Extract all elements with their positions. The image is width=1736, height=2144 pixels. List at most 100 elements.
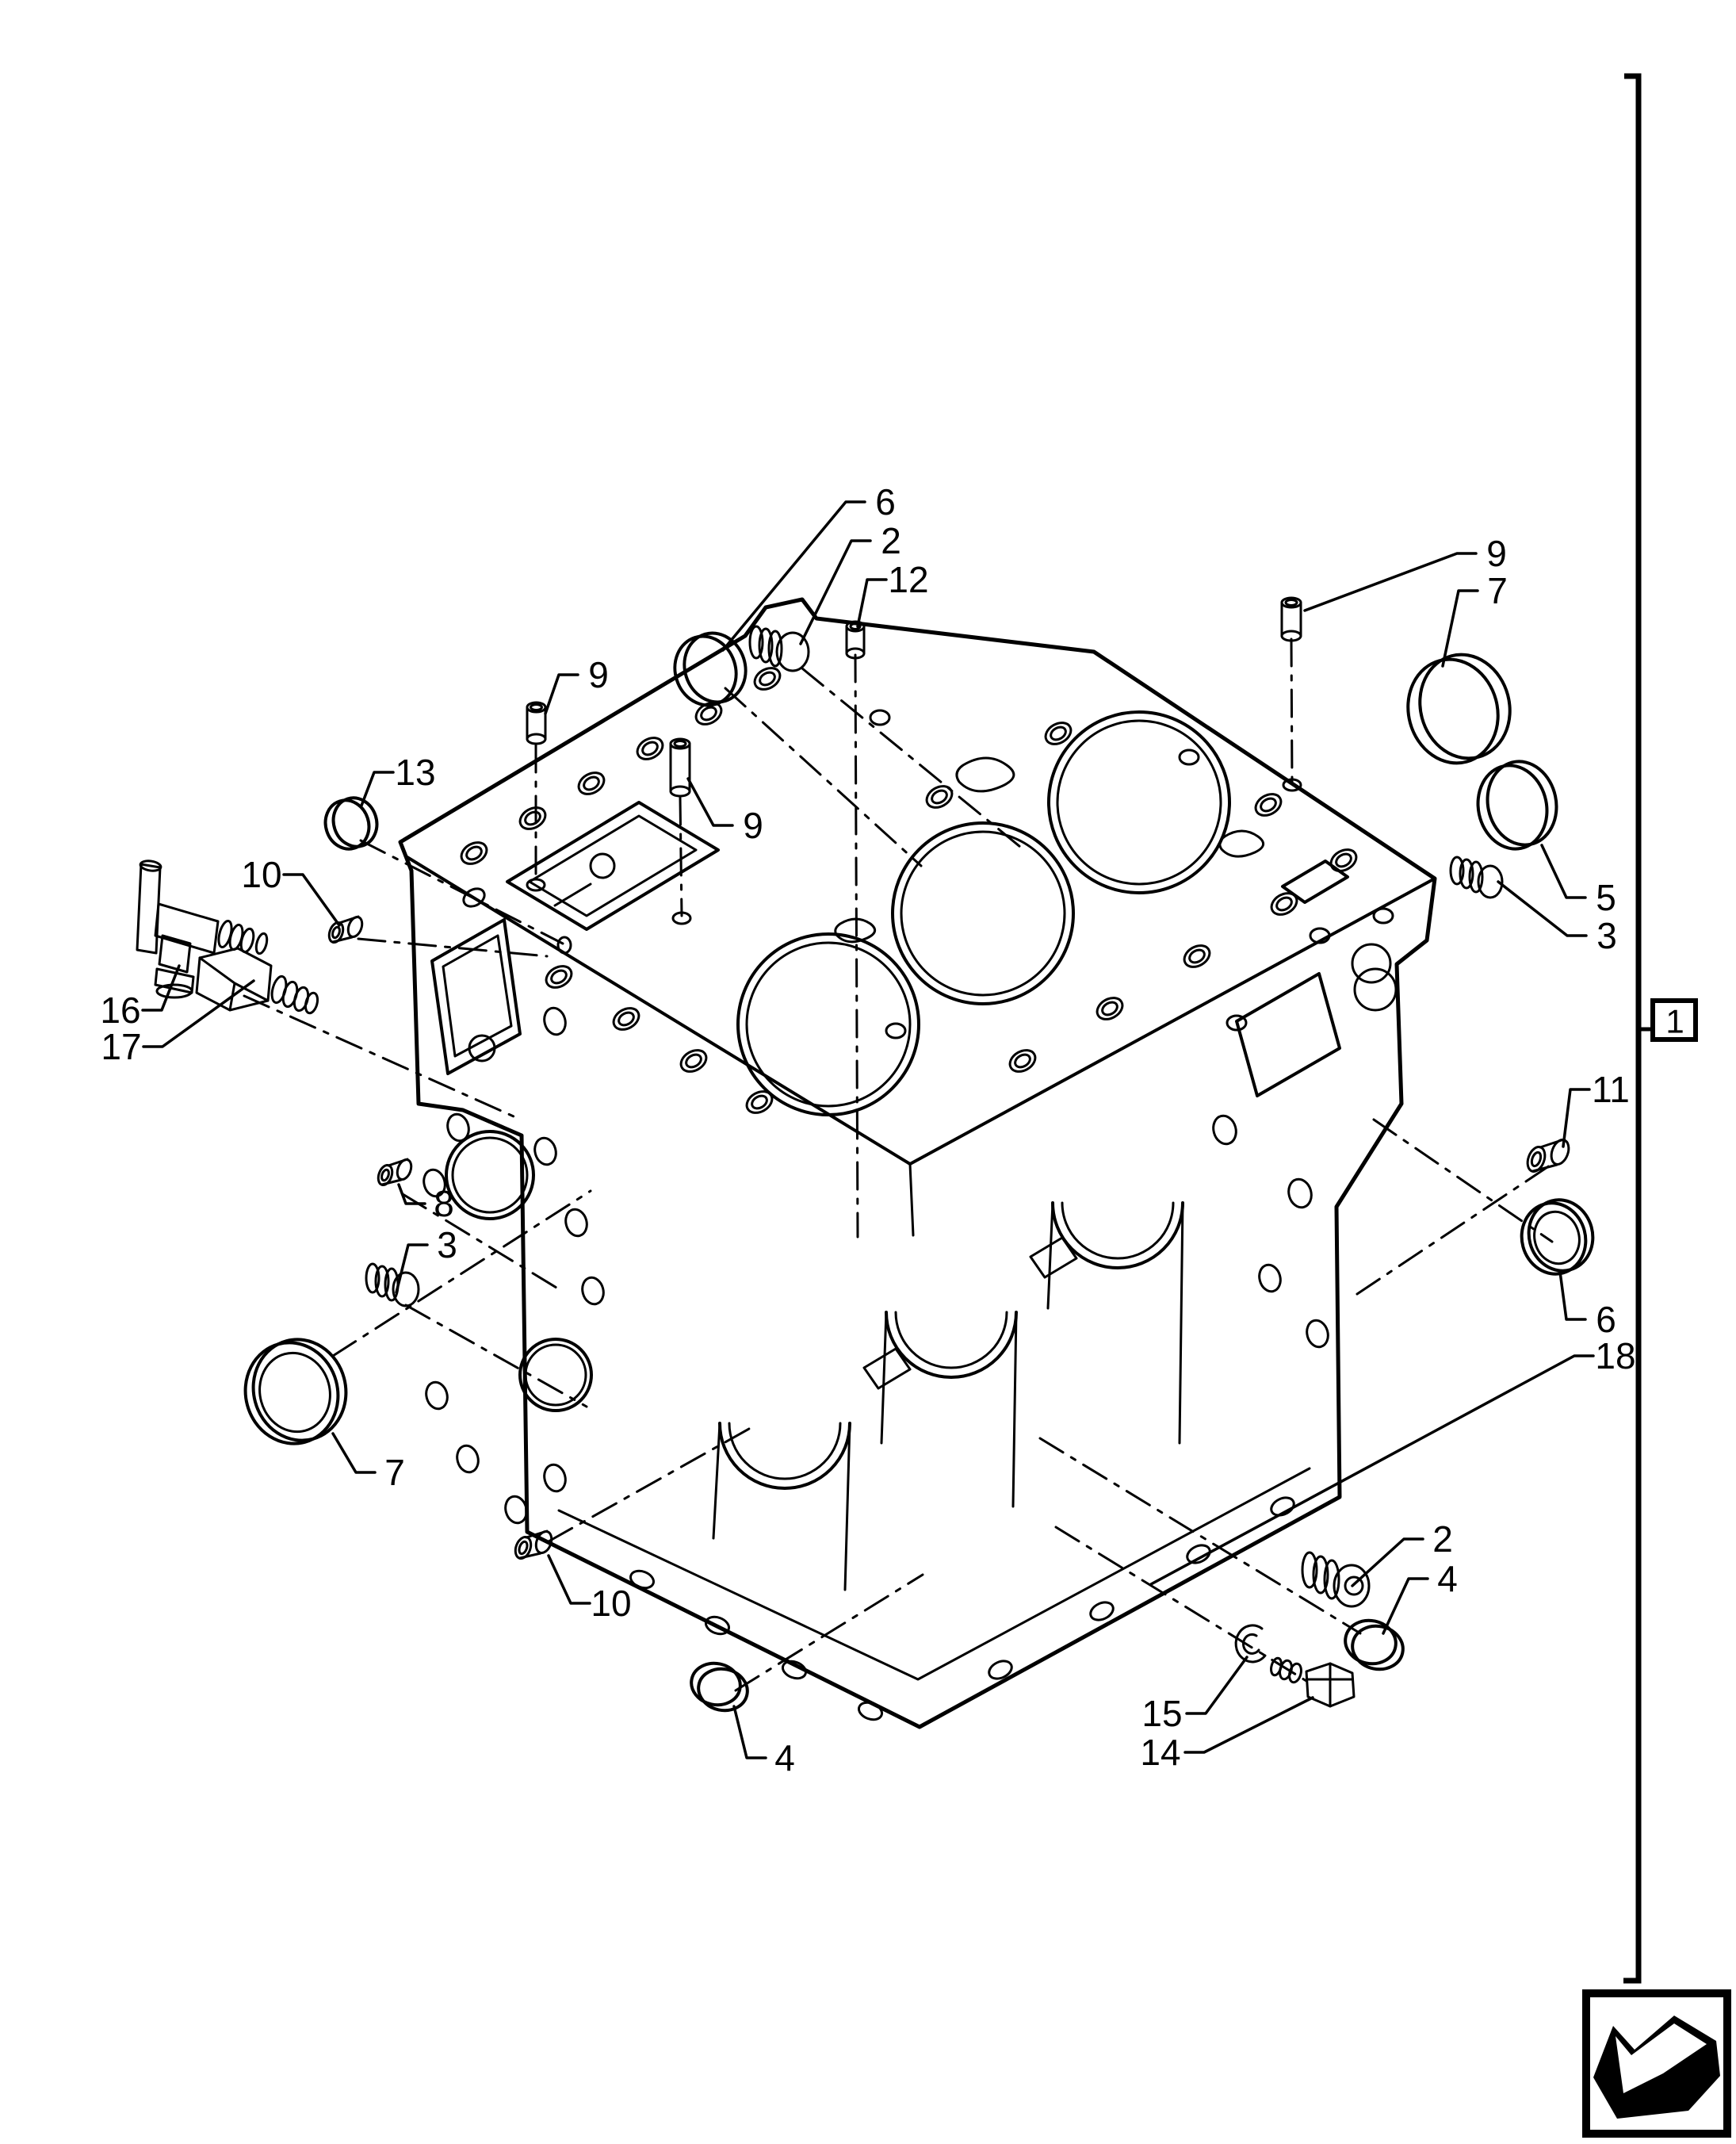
callout-number-15[interactable]: 15: [1141, 1693, 1182, 1734]
callout-leader-11: [1562, 1088, 1591, 1148]
part-cup-plug-7-right: [1406, 653, 1512, 765]
callout-number-2[interactable]: 2: [1432, 1518, 1453, 1560]
assembly-ref-box[interactable]: [1650, 998, 1698, 1042]
callout-number-9[interactable]: 9: [743, 805, 763, 846]
part-threaded-plug-2-right: [1301, 1551, 1371, 1608]
callout-number-12[interactable]: 12: [888, 559, 928, 600]
part-centerline: [404, 1304, 588, 1408]
block-outline: [398, 597, 1437, 1729]
callout-leader-7: [1441, 589, 1479, 668]
callout-number-10[interactable]: 10: [591, 1583, 631, 1624]
callout-leader-13: [360, 771, 395, 807]
crankcase-details: [557, 967, 1398, 1721]
part-washer-15: [1234, 1624, 1267, 1664]
part-stud-9-mid: [669, 737, 691, 798]
callout-number-2[interactable]: 2: [881, 520, 901, 561]
part-centerline: [401, 1193, 558, 1289]
part-stud-9-right: [1280, 596, 1302, 642]
callout-number-10[interactable]: 10: [241, 854, 281, 895]
callout-leader-8: [397, 1183, 426, 1205]
callout-leader-5: [1540, 844, 1587, 899]
part-threaded-plug-3-right: [1449, 856, 1504, 899]
page-continuation-arrow-icon: [1593, 2016, 1720, 2119]
part-threaded-plug-2: [748, 625, 810, 672]
part-centerline: [734, 1573, 924, 1692]
callout-number-16[interactable]: 16: [100, 990, 140, 1031]
engine-block-drawing: [398, 597, 1437, 1729]
callout-number-17[interactable]: 17: [101, 1026, 141, 1067]
callout-leader-7: [331, 1432, 377, 1474]
part-centerline: [801, 667, 1022, 848]
part-seal-ring-7-left: [243, 1338, 348, 1445]
callout-number-3[interactable]: 3: [437, 1224, 457, 1265]
assembly-ref-label: 1: [1665, 1003, 1684, 1040]
callout-leader-9: [1303, 552, 1478, 612]
part-dowel-10-bottom: [514, 1530, 553, 1560]
callout-number-4[interactable]: 4: [1437, 1558, 1458, 1599]
page-nav[interactable]: [1582, 1989, 1731, 2138]
callout-number-11[interactable]: 11: [1592, 1069, 1630, 1110]
callout-number-7[interactable]: 7: [1487, 570, 1508, 611]
part-centerline: [1290, 637, 1294, 785]
part-centerline: [357, 937, 549, 958]
callout-leader-6: [1558, 1270, 1587, 1321]
part-centerline: [1356, 1162, 1554, 1296]
front-face-details: [423, 887, 605, 1525]
callout-leader-10: [282, 873, 341, 927]
part-centerline: [1038, 1437, 1362, 1635]
part-centerline: [679, 796, 683, 917]
part-cup-plug-4-right: [1344, 1618, 1405, 1671]
callout-leader-3: [1497, 880, 1588, 937]
callout-leader-17: [142, 979, 255, 1048]
exploded-parts: [136, 596, 1595, 1713]
callout-leader-9: [686, 777, 734, 827]
deck-thread-holes: [460, 667, 1358, 1114]
callout-number-4[interactable]: 4: [774, 1737, 795, 1778]
callout-number-9[interactable]: 9: [588, 654, 609, 695]
part-seal-ring-6-right: [1520, 1198, 1595, 1276]
part-cup-plug-5: [1476, 760, 1558, 851]
deck-pocket: [506, 801, 720, 931]
part-centerline: [359, 839, 564, 945]
part-centerline: [1372, 1118, 1554, 1243]
callout-number-6[interactable]: 6: [1596, 1299, 1616, 1340]
callout-leader-6: [721, 500, 866, 652]
callout-number-5[interactable]: 5: [1596, 877, 1616, 918]
callout-number-8[interactable]: 8: [434, 1183, 454, 1224]
callout-number-7[interactable]: 7: [384, 1452, 405, 1493]
callout-leader-3: [395, 1243, 429, 1294]
part-threaded-plug-3-left: [365, 1262, 420, 1307]
callout-leader-15: [1185, 1656, 1248, 1715]
part-drain-cock-16: [136, 860, 269, 999]
assembly-bracket: 1: [1623, 73, 1698, 1984]
part-centerline: [547, 1424, 756, 1543]
part-centerline: [724, 687, 923, 867]
callout-number-6[interactable]: 6: [875, 481, 896, 523]
callout-leader-4: [1382, 1577, 1429, 1635]
callout-number-3[interactable]: 3: [1596, 915, 1617, 956]
part-pin-8: [377, 1158, 413, 1187]
part-cup-plug-13: [323, 796, 379, 851]
callout-leader-9: [544, 673, 579, 715]
part-stud-9-left: [526, 701, 547, 745]
part-centerline: [1054, 1526, 1308, 1683]
callout-leader-14: [1183, 1696, 1314, 1754]
part-centerline: [854, 653, 859, 1239]
deck-water-passages: [834, 709, 1394, 1039]
cylinder-bores: [736, 710, 1231, 1116]
part-centerline: [331, 1189, 592, 1357]
callout-number-13[interactable]: 13: [395, 752, 435, 793]
callout-number-18[interactable]: 18: [1595, 1335, 1635, 1376]
callout-leader-2: [799, 539, 872, 645]
part-dowel-10-left: [327, 915, 364, 944]
part-hex-fitting-17: [195, 947, 319, 1015]
callout-leader-18: [1149, 1354, 1595, 1586]
part-bushing-12: [845, 620, 866, 660]
callout-number-9[interactable]: 9: [1486, 533, 1507, 574]
callout-number-14[interactable]: 14: [1140, 1732, 1180, 1773]
dowel-seats: [526, 778, 1302, 955]
callout-leader-2: [1351, 1537, 1424, 1587]
part-cup-plug-6: [673, 631, 748, 707]
